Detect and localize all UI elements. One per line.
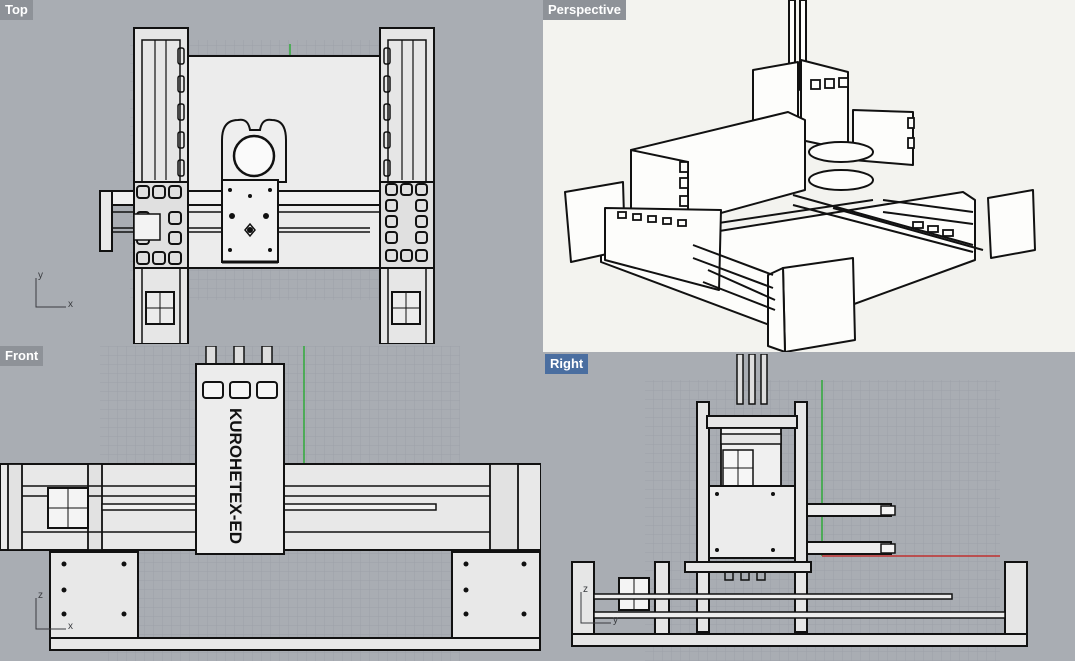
perspective-view-drawing [564,0,1036,352]
axis-y-label: y [613,615,618,626]
right-view-drawing [571,354,1028,661]
viewport-top-label[interactable]: Top [0,0,33,20]
top-view-drawing [35,27,435,344]
axis-x-label: x [68,621,73,632]
viewport-top[interactable]: Top y x [0,0,541,344]
axis-z-label: z [38,590,43,601]
axis-x-label: x [68,299,73,310]
viewport-perspective-label[interactable]: Perspective [543,0,626,20]
viewport-perspective[interactable]: Perspective [543,0,1075,352]
viewport-front-label[interactable]: Front [0,346,44,366]
viewport-right[interactable]: Right z y [545,354,1075,661]
axis-z-label: z [583,584,588,595]
axis-y-label: y [38,270,43,281]
front-view-drawing: KUROHETEX-ED [0,346,541,661]
viewport-front[interactable]: KUROHETEX-ED Front z x [0,346,541,661]
carriage-engraving: KUROHETEX-ED [226,408,245,544]
viewport-right-label[interactable]: Right [545,354,589,374]
